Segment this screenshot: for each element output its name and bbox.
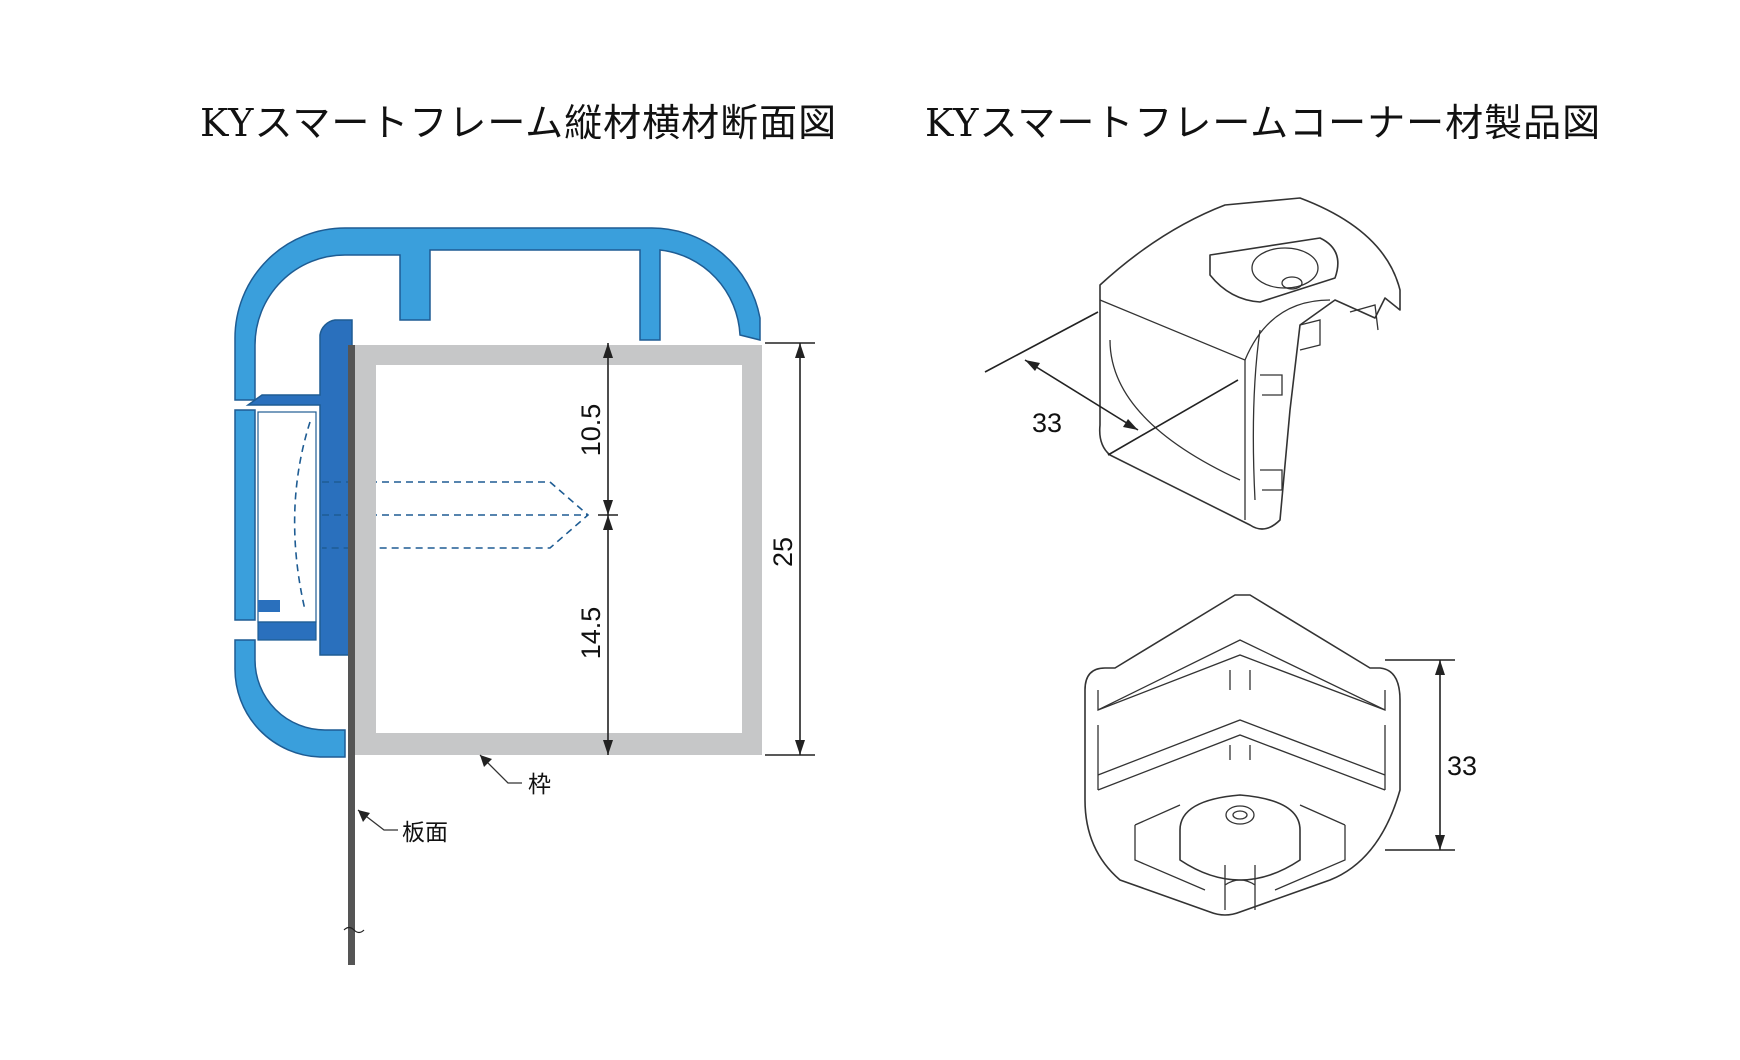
- corner-top-body: [1098, 197, 1401, 530]
- channel-rib: [258, 600, 280, 612]
- corner-part-title: KYスマートフレームコーナー材製品図: [925, 101, 1602, 145]
- corner-top-dim-value: 33: [1032, 408, 1062, 438]
- corner-bottom-boss: [1179, 794, 1301, 881]
- dim-upper-value: 10.5: [576, 404, 606, 457]
- corner-bottom-ledge-2: [1097, 654, 1386, 711]
- corner-bottom-pocket: [1134, 804, 1346, 891]
- dim-lower-value: 14.5: [576, 607, 606, 660]
- corner-top-slot: [1209, 237, 1339, 303]
- frame-leader: [479, 754, 522, 784]
- panel-label: 板面: [402, 819, 448, 845]
- cross-section-drawing: 10.5 14.5 25 枠 板面: [234, 227, 815, 965]
- corner-top-inner-edge-2: [1252, 329, 1261, 501]
- panel-board: [348, 345, 355, 965]
- dimension-lines: [598, 342, 815, 756]
- corner-top-hole-inner: [1281, 276, 1303, 290]
- profile-left-wall: [234, 409, 256, 621]
- corner-bottom-ledge-4: [1097, 734, 1386, 791]
- corner-top-inner-edge: [1109, 339, 1241, 481]
- panel-break-mark: [343, 926, 365, 934]
- cross-section-title: KYスマートフレーム縦材横材断面図: [200, 101, 838, 145]
- corner-bottom-notch: [1224, 865, 1256, 910]
- corner-top-ext-line-1: [984, 311, 1099, 373]
- corner-bottom-hole-inner: [1232, 810, 1248, 820]
- corner-bottom-tick-1: [1229, 670, 1251, 690]
- corner-bottom-ledge-3: [1097, 719, 1386, 776]
- corner-bottom-body: [1084, 594, 1401, 916]
- corner-top-dim-line: [1024, 359, 1139, 431]
- corner-part-top-view: 33: [984, 197, 1401, 530]
- gray-frame-tube: [352, 345, 762, 755]
- corner-bottom-ledge-5: [1097, 725, 1386, 790]
- corner-top-side-face: [1244, 299, 1331, 361]
- corner-bottom-ledge-1: [1097, 639, 1386, 712]
- corner-top-ext-line-2: [1107, 379, 1239, 456]
- corner-top-rib-1: [1260, 374, 1283, 396]
- corner-bottom-tick-2: [1229, 745, 1251, 760]
- corner-bottom-dim-value: 33: [1447, 751, 1477, 781]
- profile-outer-shell: [234, 227, 761, 401]
- corner-part-bottom-view: 33: [1084, 594, 1477, 916]
- profile-inner-core: [245, 319, 353, 656]
- corner-top-rib-2: [1260, 469, 1283, 491]
- frame-label: 枠: [528, 771, 551, 797]
- corner-top-rib-3: [1299, 319, 1321, 351]
- dim-total-value: 25: [768, 537, 798, 567]
- profile-channel-cavity: [257, 411, 317, 623]
- corner-bottom-hole-outer: [1225, 805, 1255, 825]
- profile-lower-arc: [234, 639, 346, 758]
- channel-bottom-tab: [257, 621, 317, 641]
- corner-top-rib-4: [1349, 304, 1379, 331]
